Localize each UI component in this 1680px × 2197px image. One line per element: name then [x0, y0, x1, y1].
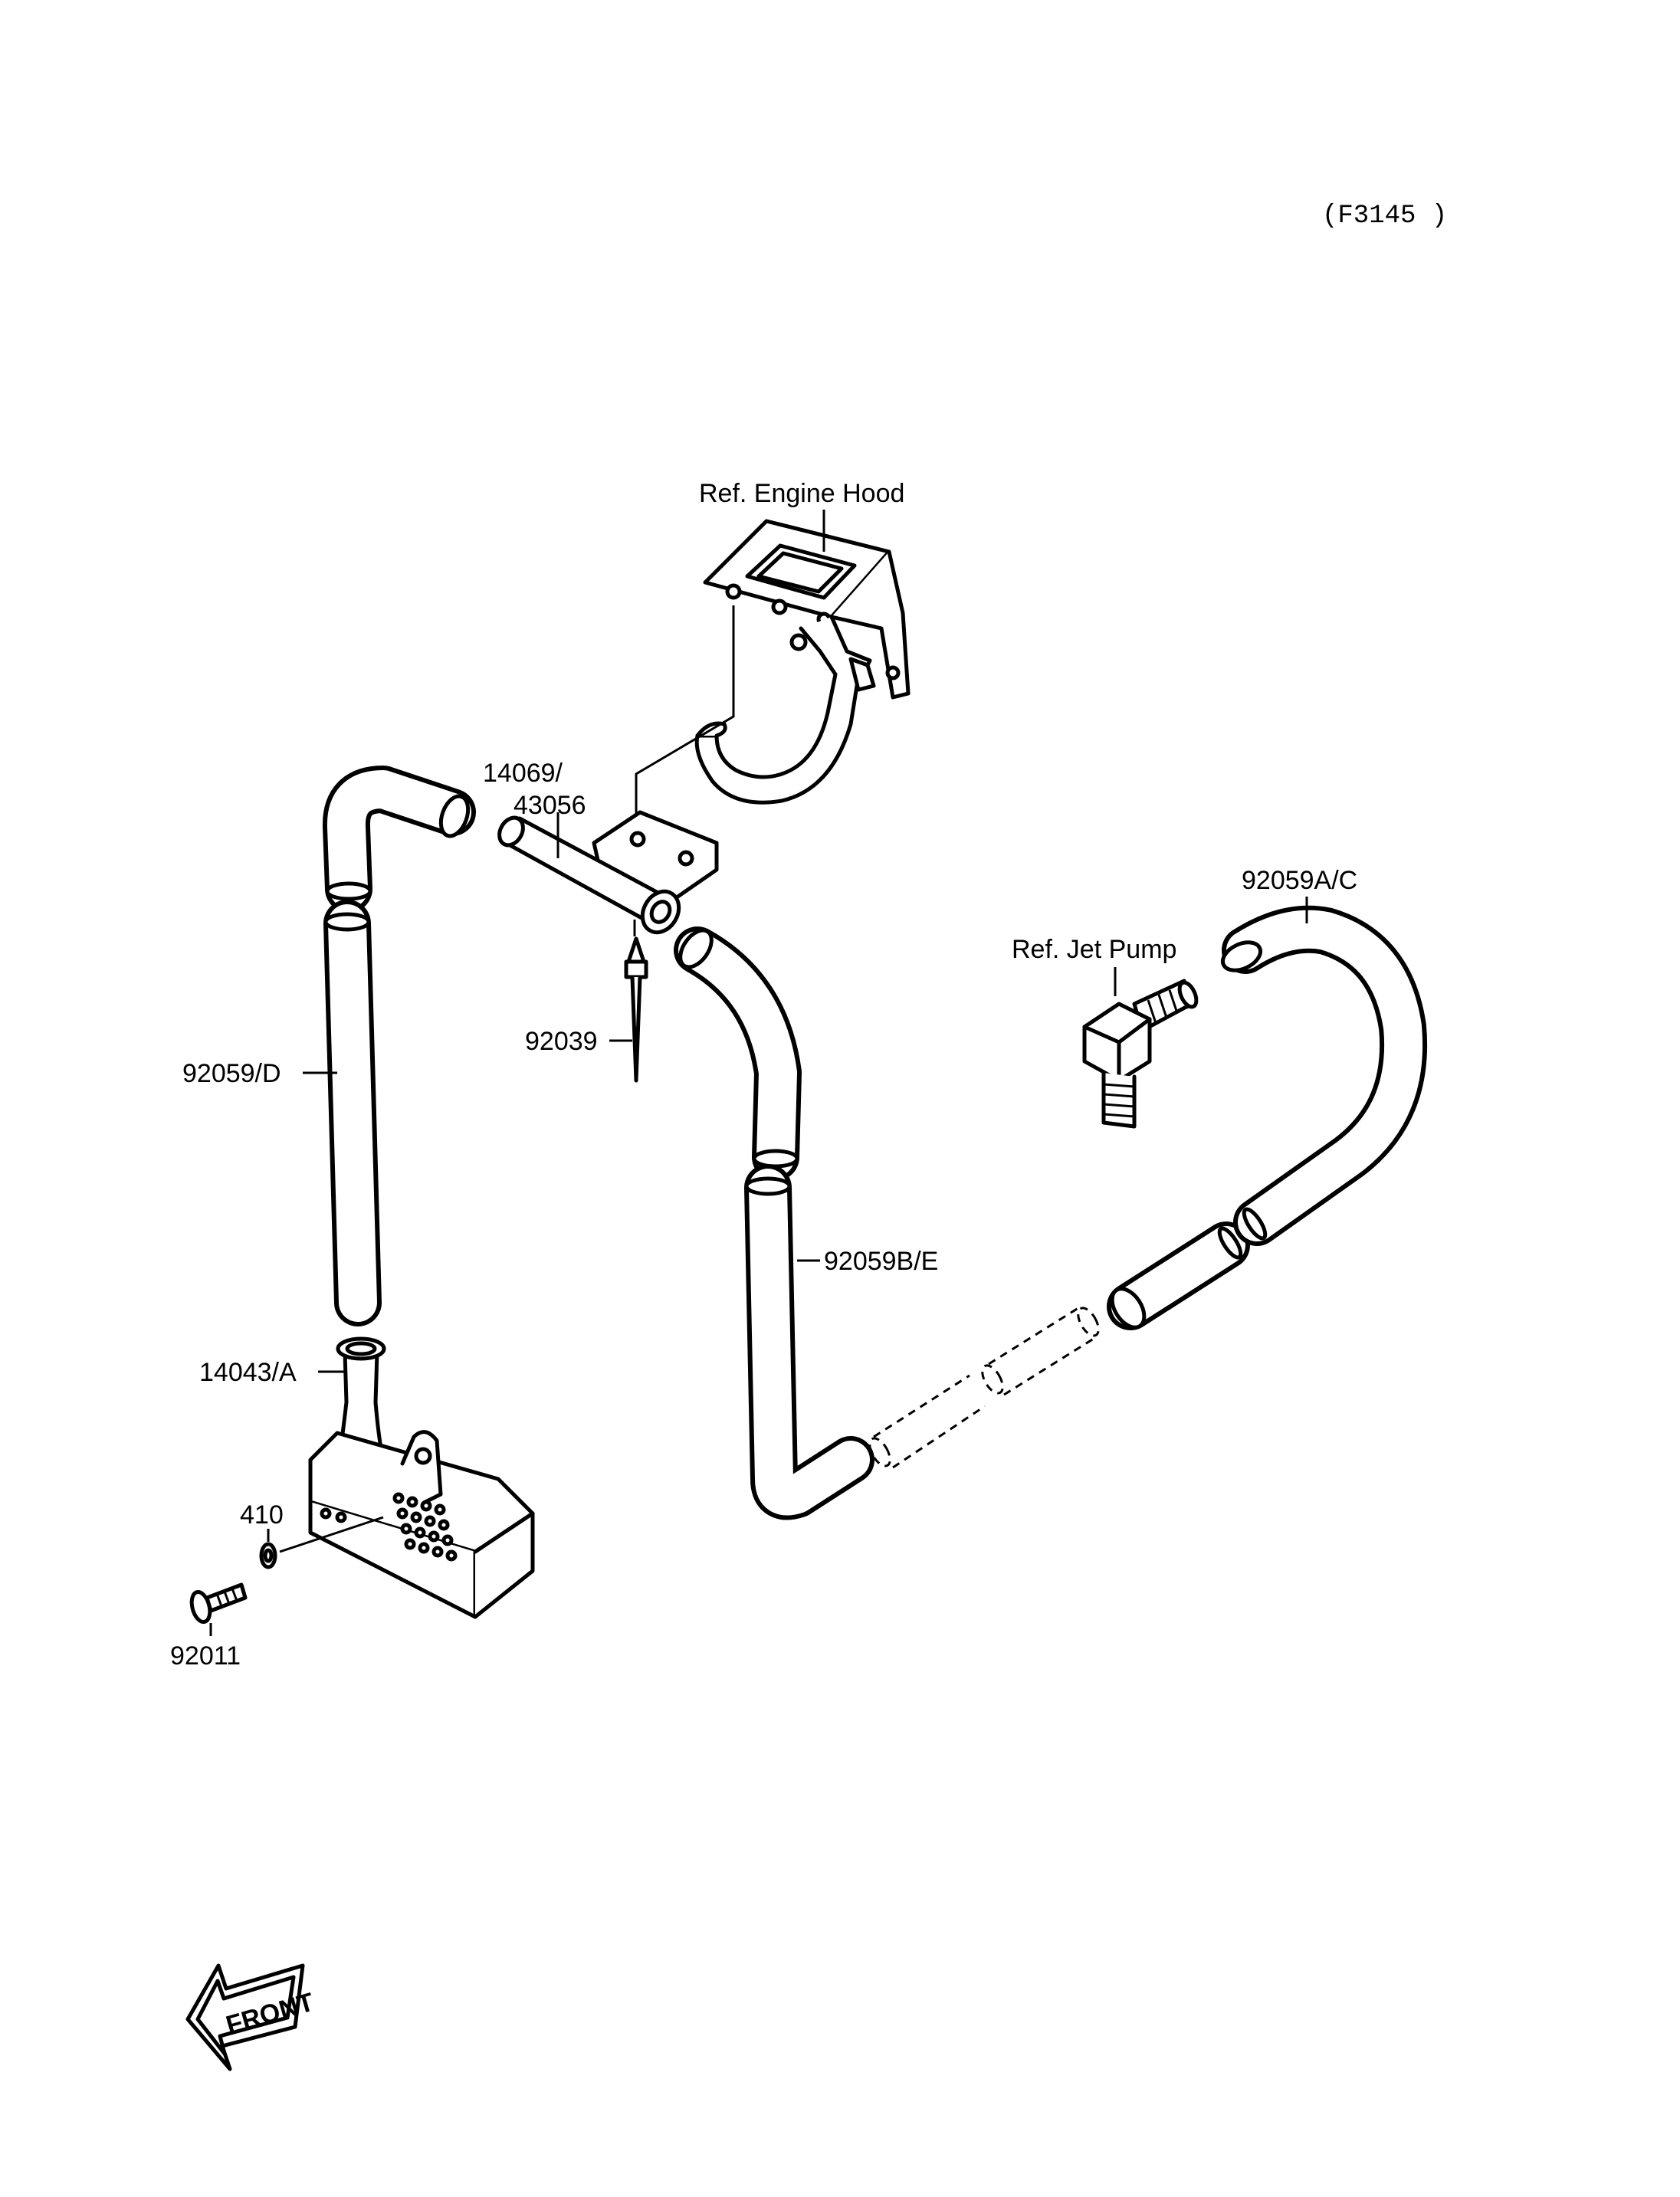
hose-92059-d [322, 766, 476, 1326]
hose-92059-ac [1107, 905, 1428, 1330]
label-43056: 43056 [514, 791, 586, 820]
label-14043a: 14043/A [199, 1358, 297, 1387]
washer-410 [259, 1542, 277, 1569]
rivet-92039 [624, 936, 648, 1083]
strainer-holes [320, 1492, 458, 1562]
engine-hood-bracket [694, 519, 911, 805]
label-92059-ac: 92059A/C [1242, 866, 1357, 895]
hose-continuation-dashed [868, 1305, 1100, 1469]
hose-92059-be [674, 926, 874, 1520]
figure-code: (F3145 ) [1322, 202, 1447, 231]
label-92011: 92011 [170, 1641, 241, 1671]
jet-pump-fitting [1082, 979, 1199, 1129]
strainer-14043a [308, 1336, 535, 1619]
label-14069: 14069/ [483, 759, 563, 788]
label-92059-be: 92059B/E [824, 1247, 938, 1276]
joint-pipe-14069 [497, 815, 681, 935]
label-92039: 92039 [525, 1027, 598, 1056]
label-engine-hood: Ref. Engine Hood [699, 479, 904, 508]
front-arrow-badge: FRONT [185, 1963, 317, 2071]
screw-92011 [189, 1582, 248, 1625]
label-jet-pump: Ref. Jet Pump [1012, 935, 1176, 964]
label-92059-d: 92059/D [182, 1059, 281, 1088]
label-410: 410 [240, 1500, 284, 1530]
